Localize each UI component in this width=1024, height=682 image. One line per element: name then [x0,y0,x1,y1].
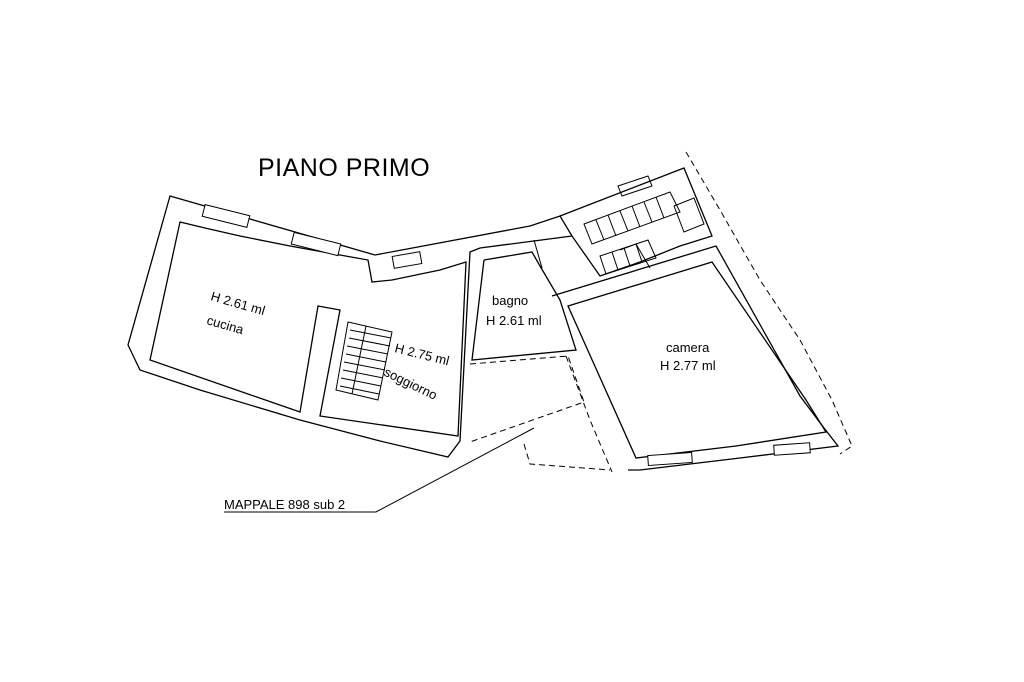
camera-outer-wall [551,245,840,471]
plan-title: PIANO PRIMO [258,154,430,182]
camera-label: camera [666,340,710,355]
boundary-dashed [685,151,853,455]
bagno-wall [471,251,577,361]
window [391,251,423,269]
staircase-right [583,175,705,275]
soggiorno-label: soggiorno [382,364,440,403]
window [647,451,693,467]
right-wing [551,151,853,471]
parcel-label: MAPPALE 898 sub 2 [224,497,345,512]
parcel-leader-line [224,427,535,513]
camera-inner-wall [567,261,828,459]
left-wing-outer-wall [127,195,574,458]
left-wing-inner-wall [149,221,467,437]
window [290,231,342,257]
soggiorno-height: H 2.75 ml [393,340,451,368]
cucina-label: cucina [205,312,246,337]
bagno-height: H 2.61 ml [486,313,542,328]
window [201,204,251,228]
bagno-room [471,239,577,361]
cucina-height: H 2.61 ml [209,288,267,318]
staircase-left [335,321,393,401]
bagno-label: bagno [492,293,528,308]
left-wing [127,195,574,458]
stair-block-wall [559,167,713,277]
window [773,442,811,456]
parcel-dashed-lines [469,355,613,473]
camera-height: H 2.77 ml [660,358,716,373]
